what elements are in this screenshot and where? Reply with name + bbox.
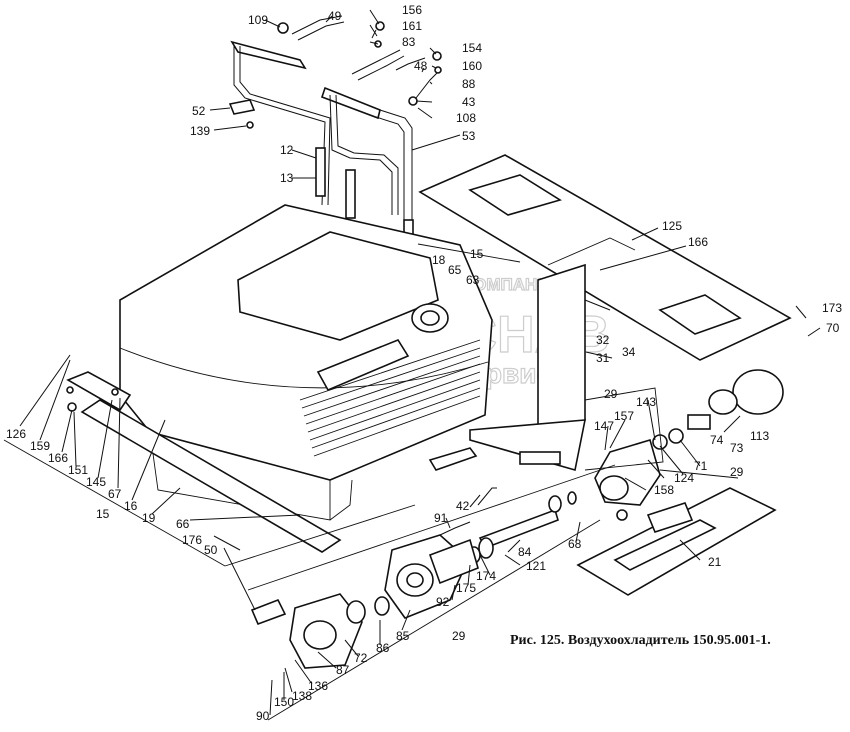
callout-154: 154 xyxy=(462,41,482,55)
callout-159: 159 xyxy=(30,439,50,453)
tank-body xyxy=(119,204,493,521)
callout-29-right: 29 xyxy=(604,387,618,401)
callout-32: 32 xyxy=(596,333,610,347)
callout-21: 21 xyxy=(708,555,722,569)
callout-121: 121 xyxy=(526,559,546,573)
callout-73: 73 xyxy=(730,441,744,455)
callout-31: 31 xyxy=(596,351,610,365)
callout-63: 63 xyxy=(466,273,480,287)
callout-124: 124 xyxy=(674,471,694,485)
callout-174: 174 xyxy=(476,569,496,583)
callout-34: 34 xyxy=(622,345,636,359)
callout-166-left: 166 xyxy=(48,451,68,465)
callout-138: 138 xyxy=(292,689,312,703)
callout-74: 74 xyxy=(710,433,724,447)
lid-plate xyxy=(418,154,792,361)
callout-43: 43 xyxy=(462,95,476,109)
callout-92: 92 xyxy=(436,595,450,609)
callout-108: 108 xyxy=(456,111,476,125)
callout-15-left: 15 xyxy=(96,507,110,521)
base-frame xyxy=(66,371,478,553)
callout-87: 87 xyxy=(336,663,350,677)
callout-126: 126 xyxy=(6,427,26,441)
callout-13: 13 xyxy=(280,171,294,185)
callout-65: 65 xyxy=(448,263,462,277)
callout-85: 85 xyxy=(396,629,410,643)
callout-86: 86 xyxy=(376,641,390,655)
callout-29-bottom: 29 xyxy=(452,629,466,643)
callout-160: 160 xyxy=(462,59,482,73)
callout-71: 71 xyxy=(694,459,708,473)
motor xyxy=(652,369,784,450)
callout-150: 150 xyxy=(274,695,294,709)
leader-lines xyxy=(19,9,821,716)
callout-125: 125 xyxy=(662,219,682,233)
bracket xyxy=(469,263,586,472)
callout-173: 173 xyxy=(822,301,842,315)
callout-72: 72 xyxy=(354,651,368,665)
callout-91: 91 xyxy=(434,511,448,525)
callout-147: 147 xyxy=(594,419,614,433)
callout-166-top: 166 xyxy=(688,235,708,249)
callout-49: 49 xyxy=(328,9,342,23)
tank-ribs xyxy=(299,339,481,457)
callout-175: 175 xyxy=(456,581,476,595)
callout-12: 12 xyxy=(280,143,294,157)
callout-88: 88 xyxy=(462,77,476,91)
callout-53: 53 xyxy=(462,129,476,143)
callout-145: 145 xyxy=(86,475,106,489)
impeller-cover xyxy=(250,487,497,669)
callout-70: 70 xyxy=(826,321,840,335)
fan-housing xyxy=(384,534,479,619)
callout-156: 156 xyxy=(402,3,422,17)
callout-18: 18 xyxy=(432,253,446,267)
section-brackets xyxy=(3,243,664,721)
callout-42: 42 xyxy=(456,499,470,513)
callout-151: 151 xyxy=(68,463,88,477)
callout-84: 84 xyxy=(518,545,532,559)
callout-68: 68 xyxy=(568,537,582,551)
callout-161: 161 xyxy=(402,19,422,33)
callout-50: 50 xyxy=(204,543,218,557)
callout-136: 136 xyxy=(308,679,328,693)
callout-143: 143 xyxy=(636,395,656,409)
callout-52: 52 xyxy=(192,104,206,118)
callout-90: 90 xyxy=(256,709,270,723)
callout-19: 19 xyxy=(142,511,156,525)
callout-139: 139 xyxy=(190,124,210,138)
callout-15-top: 15 xyxy=(470,247,484,261)
callout-16: 16 xyxy=(124,499,138,513)
callout-109: 109 xyxy=(248,13,268,27)
callout-67: 67 xyxy=(108,487,122,501)
callout-176: 176 xyxy=(182,533,202,547)
callout-158: 158 xyxy=(654,483,674,497)
figure-caption: Рис. 125. Воздухоохладитель 150.95.001-1… xyxy=(510,633,771,648)
callout-157: 157 xyxy=(614,409,634,423)
callout-labels: 109 49 156 161 83 154 160 48 88 43 108 5… xyxy=(6,3,842,723)
base-plate xyxy=(576,487,777,596)
callout-113: 113 xyxy=(750,429,769,443)
callout-83: 83 xyxy=(402,35,416,49)
callout-66: 66 xyxy=(176,517,190,531)
callout-48: 48 xyxy=(414,59,428,73)
callout-29-plate: 29 xyxy=(730,465,744,479)
pipes-assembly xyxy=(228,15,442,269)
